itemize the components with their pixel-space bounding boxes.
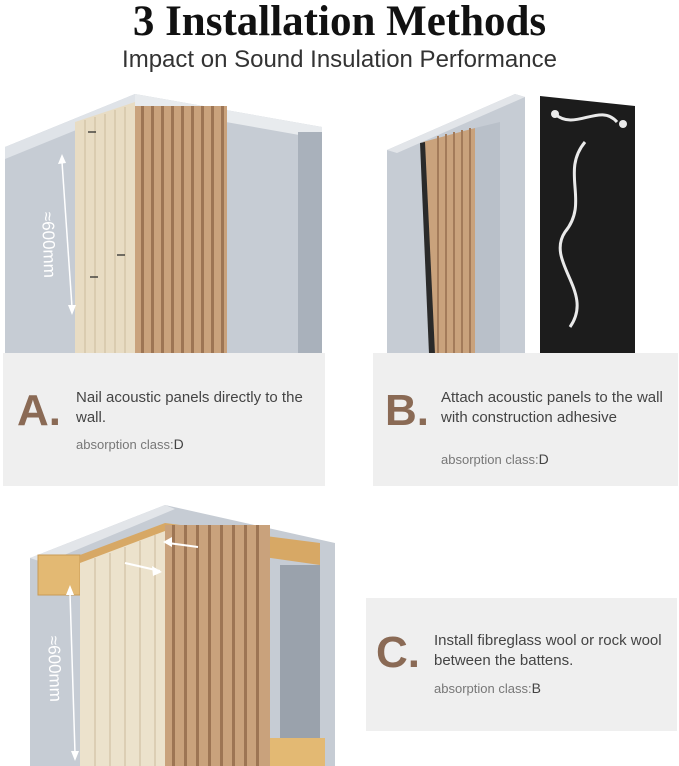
illustration-a-nailed: ≈600mm [5, 94, 322, 354]
method-card-b: B. Attach acoustic panels to the wall wi… [373, 353, 678, 486]
method-letter-a: A. [17, 386, 61, 435]
method-description-c: Install fibreglass wool or rock wool bet… [434, 632, 662, 669]
absorption-class-value-a: D [173, 436, 184, 452]
method-letter-b: B. [385, 386, 429, 435]
method-letter-c: C. [376, 628, 420, 677]
method-card-a: A. Nail acoustic panels directly to the … [3, 353, 325, 486]
dimension-label-c: ≈600mm [44, 635, 65, 702]
page-title: 3 Installation Methods [132, 0, 547, 45]
method-card-c: C. Install fibreglass wool or rock wool … [366, 598, 677, 731]
page-subtitle: Impact on Sound Insulation Performance [122, 46, 557, 73]
illustration-b-adhesive [387, 94, 635, 354]
absorption-class-c: absorption class:B [434, 679, 541, 698]
method-description-b: Attach acoustic panels to the wall with … [441, 389, 663, 426]
absorption-class-a: absorption class:D [76, 435, 184, 454]
dimension-label-a: ≈600mm [38, 211, 59, 278]
absorption-class-value-b: D [538, 451, 549, 467]
absorption-class-b: absorption class:D [441, 450, 549, 469]
method-description-a: Nail acoustic panels directly to the wal… [76, 389, 303, 426]
absorption-class-label-b: absorption class: [441, 452, 539, 467]
absorption-class-label-c: absorption class: [434, 681, 532, 696]
absorption-class-value-c: B [531, 680, 541, 696]
illustration-c-wool: ≈600mm [30, 505, 335, 766]
absorption-class-label-a: absorption class: [76, 437, 174, 452]
